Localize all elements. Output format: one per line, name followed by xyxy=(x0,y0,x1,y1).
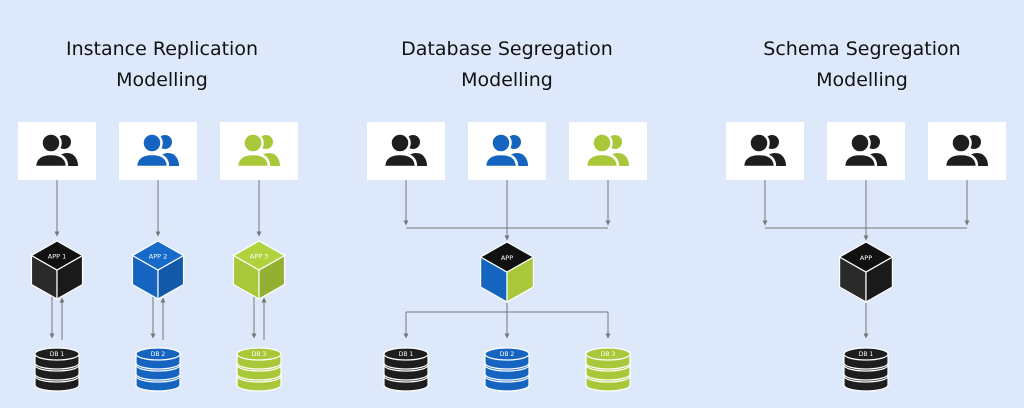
users-icon xyxy=(943,132,988,169)
app-label: APP 3 xyxy=(250,253,269,261)
app-label: APP 1 xyxy=(48,253,67,261)
db-label: DB 3 xyxy=(252,351,267,358)
db-label: DB 3 xyxy=(601,351,616,358)
database-icon: DB 2 xyxy=(484,347,530,392)
app-label: APP xyxy=(501,254,513,262)
app-cube: APP 2 xyxy=(131,240,185,301)
database-icon: DB 3 xyxy=(236,347,282,392)
user-card xyxy=(569,122,647,180)
user-card xyxy=(367,122,445,180)
db-label: DB 2 xyxy=(500,351,515,358)
database-icon: DB 1 xyxy=(383,347,429,392)
user-card xyxy=(827,122,905,180)
database-icon: DB 3 xyxy=(585,347,631,392)
title-line-1: Schema Segregation xyxy=(763,38,961,60)
db-label: DB 1 xyxy=(859,351,874,358)
app-cube: APP xyxy=(479,241,535,304)
users-icon xyxy=(584,132,629,169)
db-label: DB 2 xyxy=(151,351,166,358)
app-cube: APP xyxy=(838,241,894,304)
user-card xyxy=(18,122,96,180)
title-line-2: Modelling xyxy=(461,69,553,91)
title-line-2: Modelling xyxy=(116,69,208,91)
app-label: APP 2 xyxy=(149,253,168,261)
db-label: DB 1 xyxy=(399,351,414,358)
users-icon xyxy=(741,132,786,169)
users-icon xyxy=(235,132,280,169)
users-icon xyxy=(842,132,887,169)
users-icon xyxy=(134,132,179,169)
title-line-2: Modelling xyxy=(816,69,908,91)
title-line-1: Instance Replication xyxy=(66,38,258,60)
db-label: DB 1 xyxy=(50,351,65,358)
users-icon xyxy=(483,132,528,169)
nodes: APP 1 DB 1 APP 2 DB 2 APP 3 DB 3 APP DB 1 DB 2 DB… xyxy=(18,122,1006,392)
user-card xyxy=(468,122,546,180)
section-title-instance-replication: Instance Replication Modelling xyxy=(2,34,322,96)
user-card xyxy=(928,122,1006,180)
connectors xyxy=(49,180,970,340)
title-line-1: Database Segregation xyxy=(401,38,613,60)
user-card xyxy=(726,122,804,180)
app-label: APP xyxy=(860,254,872,262)
user-card xyxy=(119,122,197,180)
app-cube: APP 3 xyxy=(232,240,286,301)
section-title-schema-segregation: Schema Segregation Modelling xyxy=(702,34,1022,96)
section-title-database-segregation: Database Segregation Modelling xyxy=(347,34,667,96)
users-icon xyxy=(382,132,427,169)
user-card xyxy=(220,122,298,180)
app-cube: APP 1 xyxy=(30,240,84,301)
users-icon xyxy=(33,132,78,169)
database-icon: DB 1 xyxy=(34,347,80,392)
database-icon: DB 2 xyxy=(135,347,181,392)
database-icon: DB 1 xyxy=(843,347,889,392)
